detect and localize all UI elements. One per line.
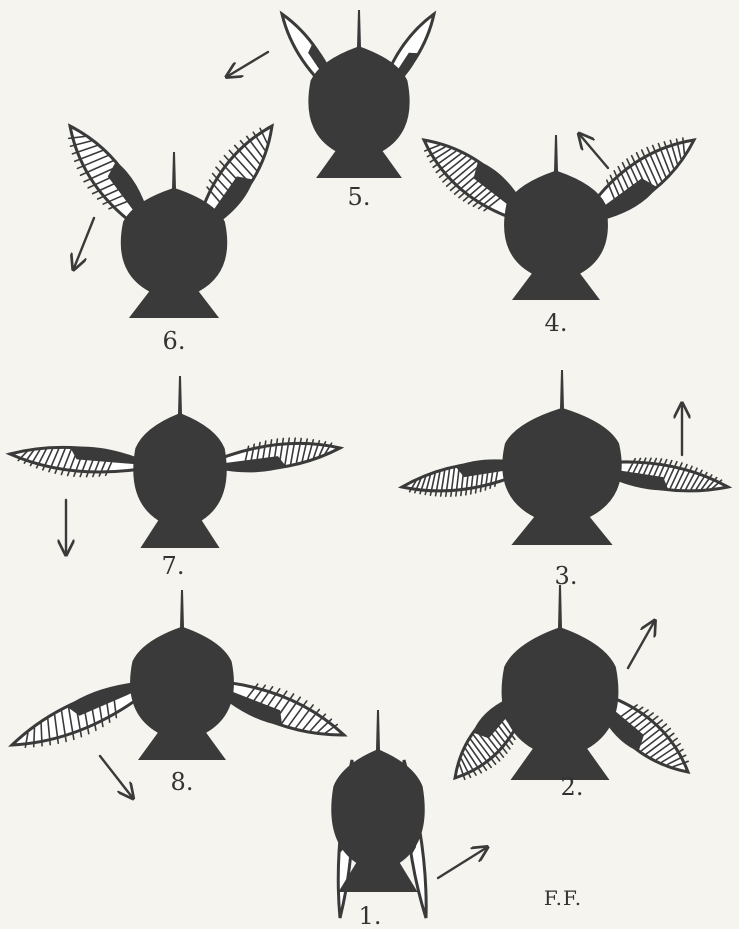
motion-arrow-4 — [580, 135, 608, 168]
bird-stage-6 — [69, 126, 272, 318]
bird-body-5 — [308, 10, 409, 178]
stage-label-2: 2. — [561, 773, 584, 801]
stage-label-7: 7. — [162, 552, 185, 580]
bird-body-8 — [130, 590, 234, 760]
bird-stage-5 — [282, 10, 434, 178]
stage-label-6: 6. — [163, 327, 186, 355]
bird-stage-7 — [10, 376, 340, 548]
bird-stage-8 — [12, 590, 344, 760]
bird-body-7 — [133, 376, 226, 548]
bird-body-4 — [504, 135, 608, 300]
bird-body-3 — [502, 370, 621, 545]
bird-stage-2 — [455, 585, 688, 780]
bird-body-6 — [121, 152, 227, 318]
stage-label-8: 8. — [171, 768, 194, 796]
motion-arrow-2 — [628, 622, 654, 668]
stage-label-5: 5. — [348, 183, 371, 211]
bird-stage-1 — [331, 710, 426, 918]
stage-label-3: 3. — [555, 562, 578, 590]
bird-stage-4 — [424, 135, 694, 300]
motion-arrow-6 — [74, 218, 94, 268]
bird-stage-3 — [402, 370, 728, 545]
artist-signature: F.F. — [544, 886, 582, 910]
motion-arrow-1 — [438, 848, 486, 878]
bird-body-2 — [502, 585, 619, 780]
motion-arrow-5 — [228, 52, 268, 76]
motion-arrow-8 — [100, 756, 132, 797]
stage-label-1: 1. — [359, 902, 382, 929]
stage-label-4: 4. — [545, 309, 568, 337]
